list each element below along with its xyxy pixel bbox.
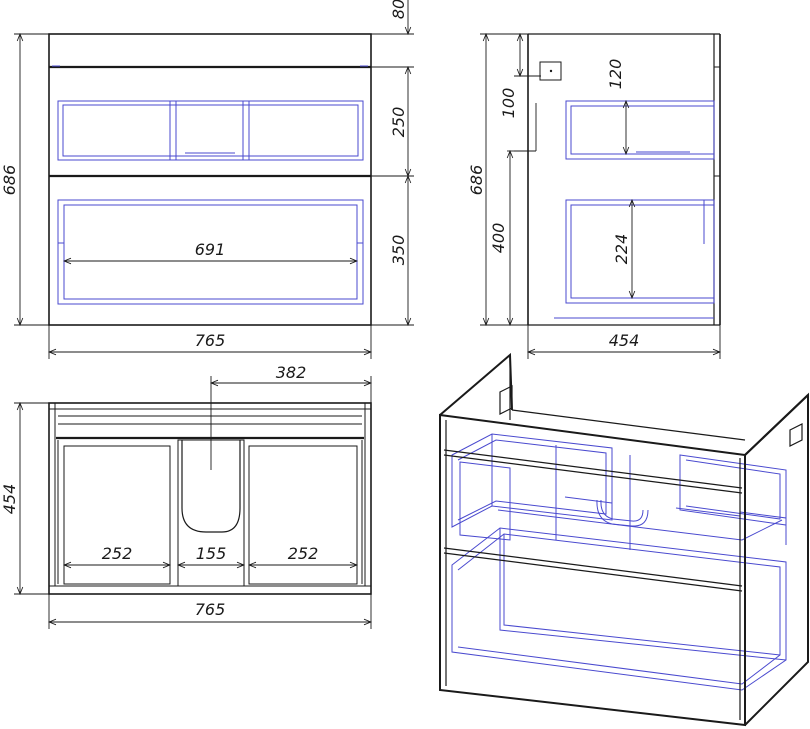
top-view <box>48 402 372 595</box>
front-view <box>48 33 372 326</box>
dim-side-depth: 454 <box>609 331 640 350</box>
isometric-view <box>439 352 809 727</box>
dim-right-bay: 252 <box>288 544 319 563</box>
dim-top-gap: 80 <box>389 0 408 19</box>
dim-tab-offset: 100 <box>499 88 518 119</box>
dim-lower-section: 400 <box>489 223 508 254</box>
dim-front-width: 765 <box>195 331 226 350</box>
top-view-dimensions: 382 454 252 155 252 765 <box>0 363 371 629</box>
side-view-dimensions: 100 120 224 400 686 454 <box>467 34 720 359</box>
dim-lower-inner: 224 <box>612 234 631 265</box>
dim-upper-drawer: 250 <box>389 107 408 138</box>
dim-top-width: 765 <box>195 600 226 619</box>
dim-left-bay: 252 <box>102 544 133 563</box>
front-view-dimensions: 80 250 350 686 691 765 <box>0 0 414 359</box>
dim-top-depth: 454 <box>0 484 19 515</box>
dim-inner-width: 691 <box>195 240 226 259</box>
dim-lower-drawer: 350 <box>389 235 408 266</box>
dim-side-height: 686 <box>467 165 486 196</box>
side-view <box>514 33 721 326</box>
dim-middle-bay: 155 <box>196 544 227 563</box>
dim-cutout-offset: 382 <box>276 363 307 382</box>
dim-front-height: 686 <box>0 165 19 196</box>
dim-upper-inner: 120 <box>606 59 625 90</box>
